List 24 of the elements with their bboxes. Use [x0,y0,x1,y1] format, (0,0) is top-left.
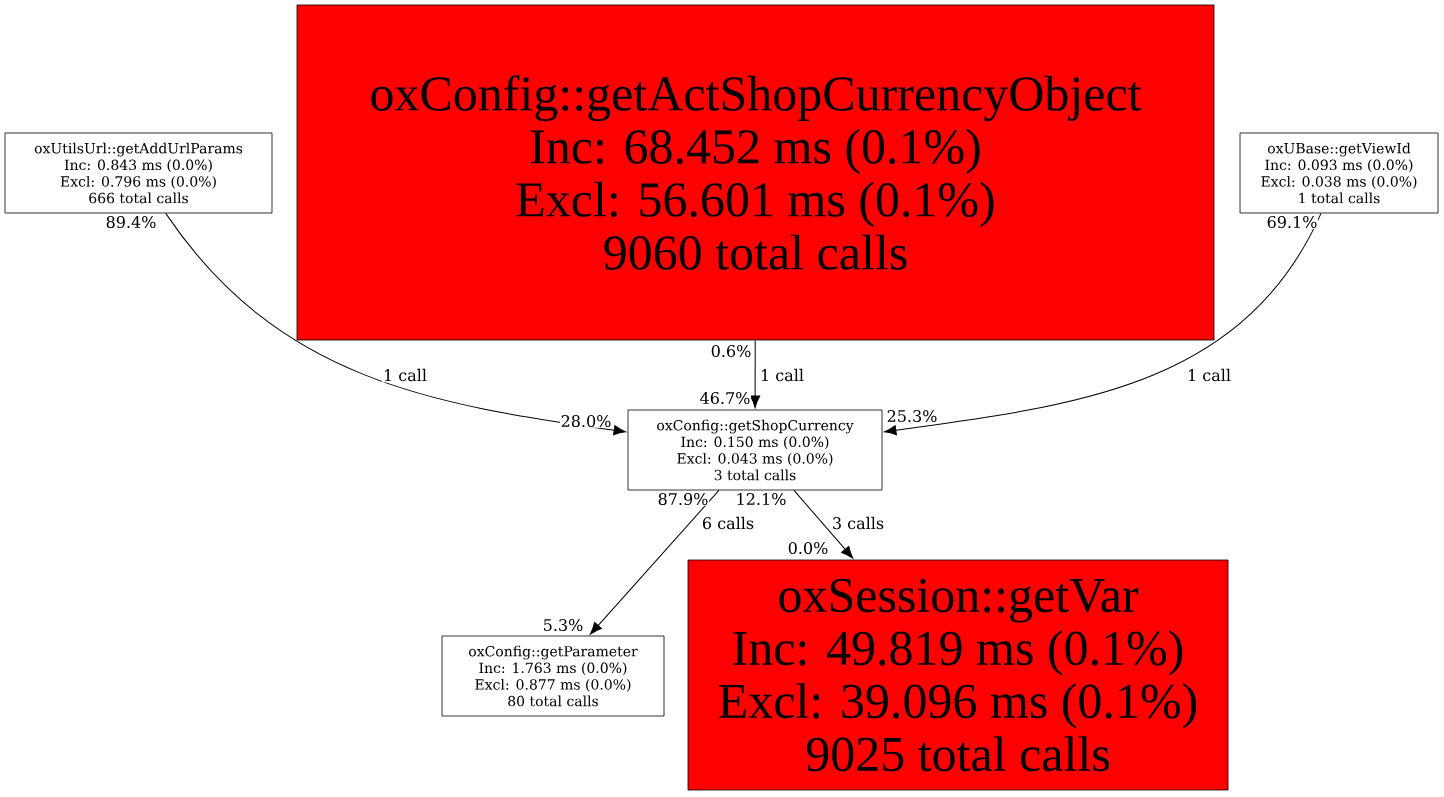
function-box: oxConfig::getParameter Inc: 1.763 ms (0.0%) Excl: 0.877 ms (0.0%) 80 total calls [441,635,665,717]
percentage-label: 0.6% [710,344,752,358]
arrow [165,212,627,436]
percentage-label: 46.7% [699,391,752,405]
arrow [750,339,761,409]
function-box: oxConfig::getActShopCurrencyObject Inc: 68.452 ms (0.1%) Excl: 56.601 ms (0.1%) 9060 total calls [296,4,1215,341]
percentage-label: 25.3% [886,409,939,423]
function-box: oxSession::getVar Inc: 49.819 ms (0.1%) Excl: 39.096 ms (0.1%) 9025 total calls [687,559,1229,791]
edge-label: 3 calls [830,515,886,531]
percentage-label: 87.9% [657,492,710,506]
arrow [589,489,720,635]
edge-label: 1 call [759,367,805,383]
percentage-label: 12.1% [735,492,788,506]
function-box: oxUtilsUrl::getAddUrlParams Inc: 0.843 ms (0.0%) Excl: 0.796 ms (0.0%) 666 total calls [4,132,273,214]
arrow [793,489,854,559]
percentage-label: 5.3% [542,618,584,632]
percentage-label: 89.4% [105,215,157,229]
percentage-label: 28.0% [560,414,612,428]
arrow [883,212,1322,436]
edge-label: 1 call [1186,367,1232,383]
edge-label: 1 call [382,367,428,383]
edge-label: 6 calls [700,515,756,531]
percentage-label: 69.1% [1266,215,1319,229]
percentage-label: 0.0% [787,541,829,555]
